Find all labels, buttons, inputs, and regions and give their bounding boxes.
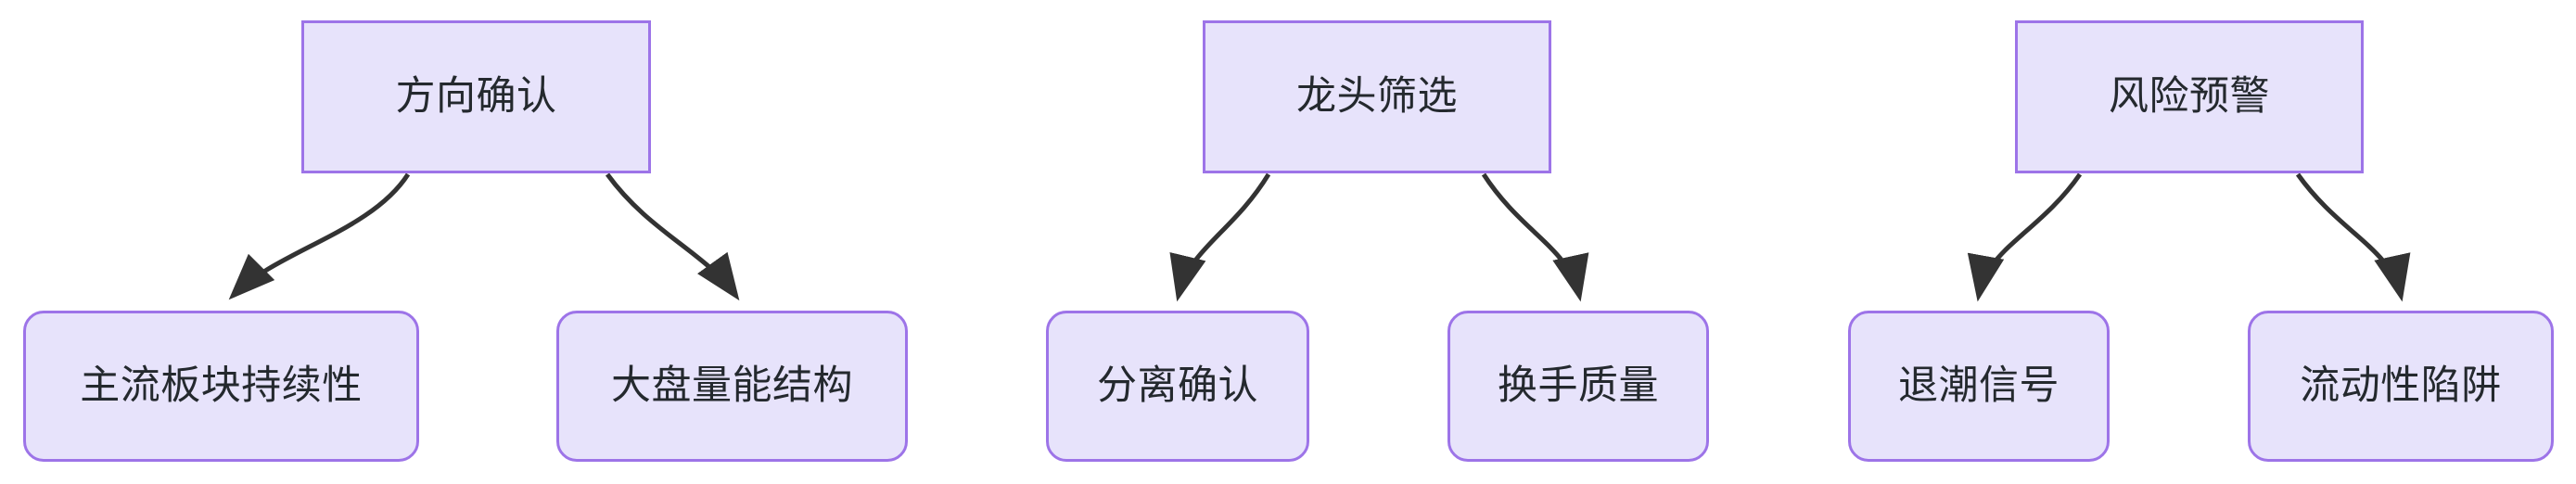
node-fenliqueren[interactable]: 分离确认 <box>1046 311 1309 462</box>
edge-fangxiangqueren-to-zhuliubankuaichixuxing <box>228 172 411 300</box>
edge-longtoushaixuan-to-huanshouzhiliang <box>1481 172 1589 302</box>
edge-fengxianyujing-to-liudongxingxianjing <box>2295 172 2411 302</box>
node-label: 退潮信号 <box>1898 363 2060 408</box>
node-label: 分离确认 <box>1097 363 1258 408</box>
node-longtoushaixuan[interactable]: 龙头筛选 <box>1203 20 1551 173</box>
node-label: 方向确认 <box>395 73 557 119</box>
node-label: 龙头筛选 <box>1296 73 1458 119</box>
node-fangxiangqueren[interactable]: 方向确认 <box>301 20 651 173</box>
node-label: 大盘量能结构 <box>611 363 853 408</box>
edge-fangxiangqueren-to-dapanliangnengjiegou <box>605 172 740 301</box>
edge-longtoushaixuan-to-fenliqueren <box>1169 172 1271 302</box>
node-label: 风险预警 <box>2109 73 2270 119</box>
node-huanshouzhiliang[interactable]: 换手质量 <box>1447 311 1709 462</box>
node-label: 流动性陷阱 <box>2300 363 2502 408</box>
node-zhuliubankuaichixuxing[interactable]: 主流板块持续性 <box>23 311 419 462</box>
node-fengxianyujing[interactable]: 风险预警 <box>2015 20 2364 173</box>
node-liudongxingxianjing[interactable]: 流动性陷阱 <box>2248 311 2554 462</box>
node-label: 主流板块持续性 <box>80 363 363 408</box>
node-label: 换手质量 <box>1498 363 1659 408</box>
node-dapanliangnengjiegou[interactable]: 大盘量能结构 <box>556 311 908 462</box>
node-tuichaoxinhao[interactable]: 退潮信号 <box>1848 311 2110 462</box>
edge-fengxianyujing-to-tuichaoxinhao <box>1967 172 2083 302</box>
